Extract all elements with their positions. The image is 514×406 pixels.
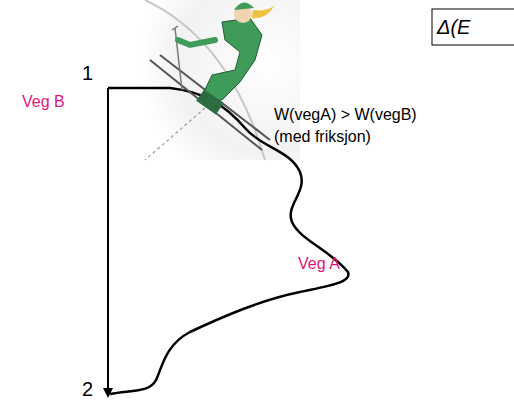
note: (med friksjon) bbox=[274, 128, 371, 146]
formula-text: Δ(E bbox=[437, 16, 470, 38]
path-label: Veg A bbox=[298, 255, 340, 273]
slope-arc bbox=[145, 0, 265, 160]
point-number: 1 bbox=[82, 62, 93, 84]
formula-box bbox=[432, 9, 514, 45]
work-comparison: W(vegA) > W(vegB) bbox=[274, 106, 417, 124]
skier-figure bbox=[150, 2, 275, 150]
path-label: Veg B bbox=[22, 93, 65, 111]
path-b-arrow bbox=[107, 88, 109, 396]
point-number: 2 bbox=[82, 378, 93, 400]
slope-normal bbox=[145, 108, 205, 160]
